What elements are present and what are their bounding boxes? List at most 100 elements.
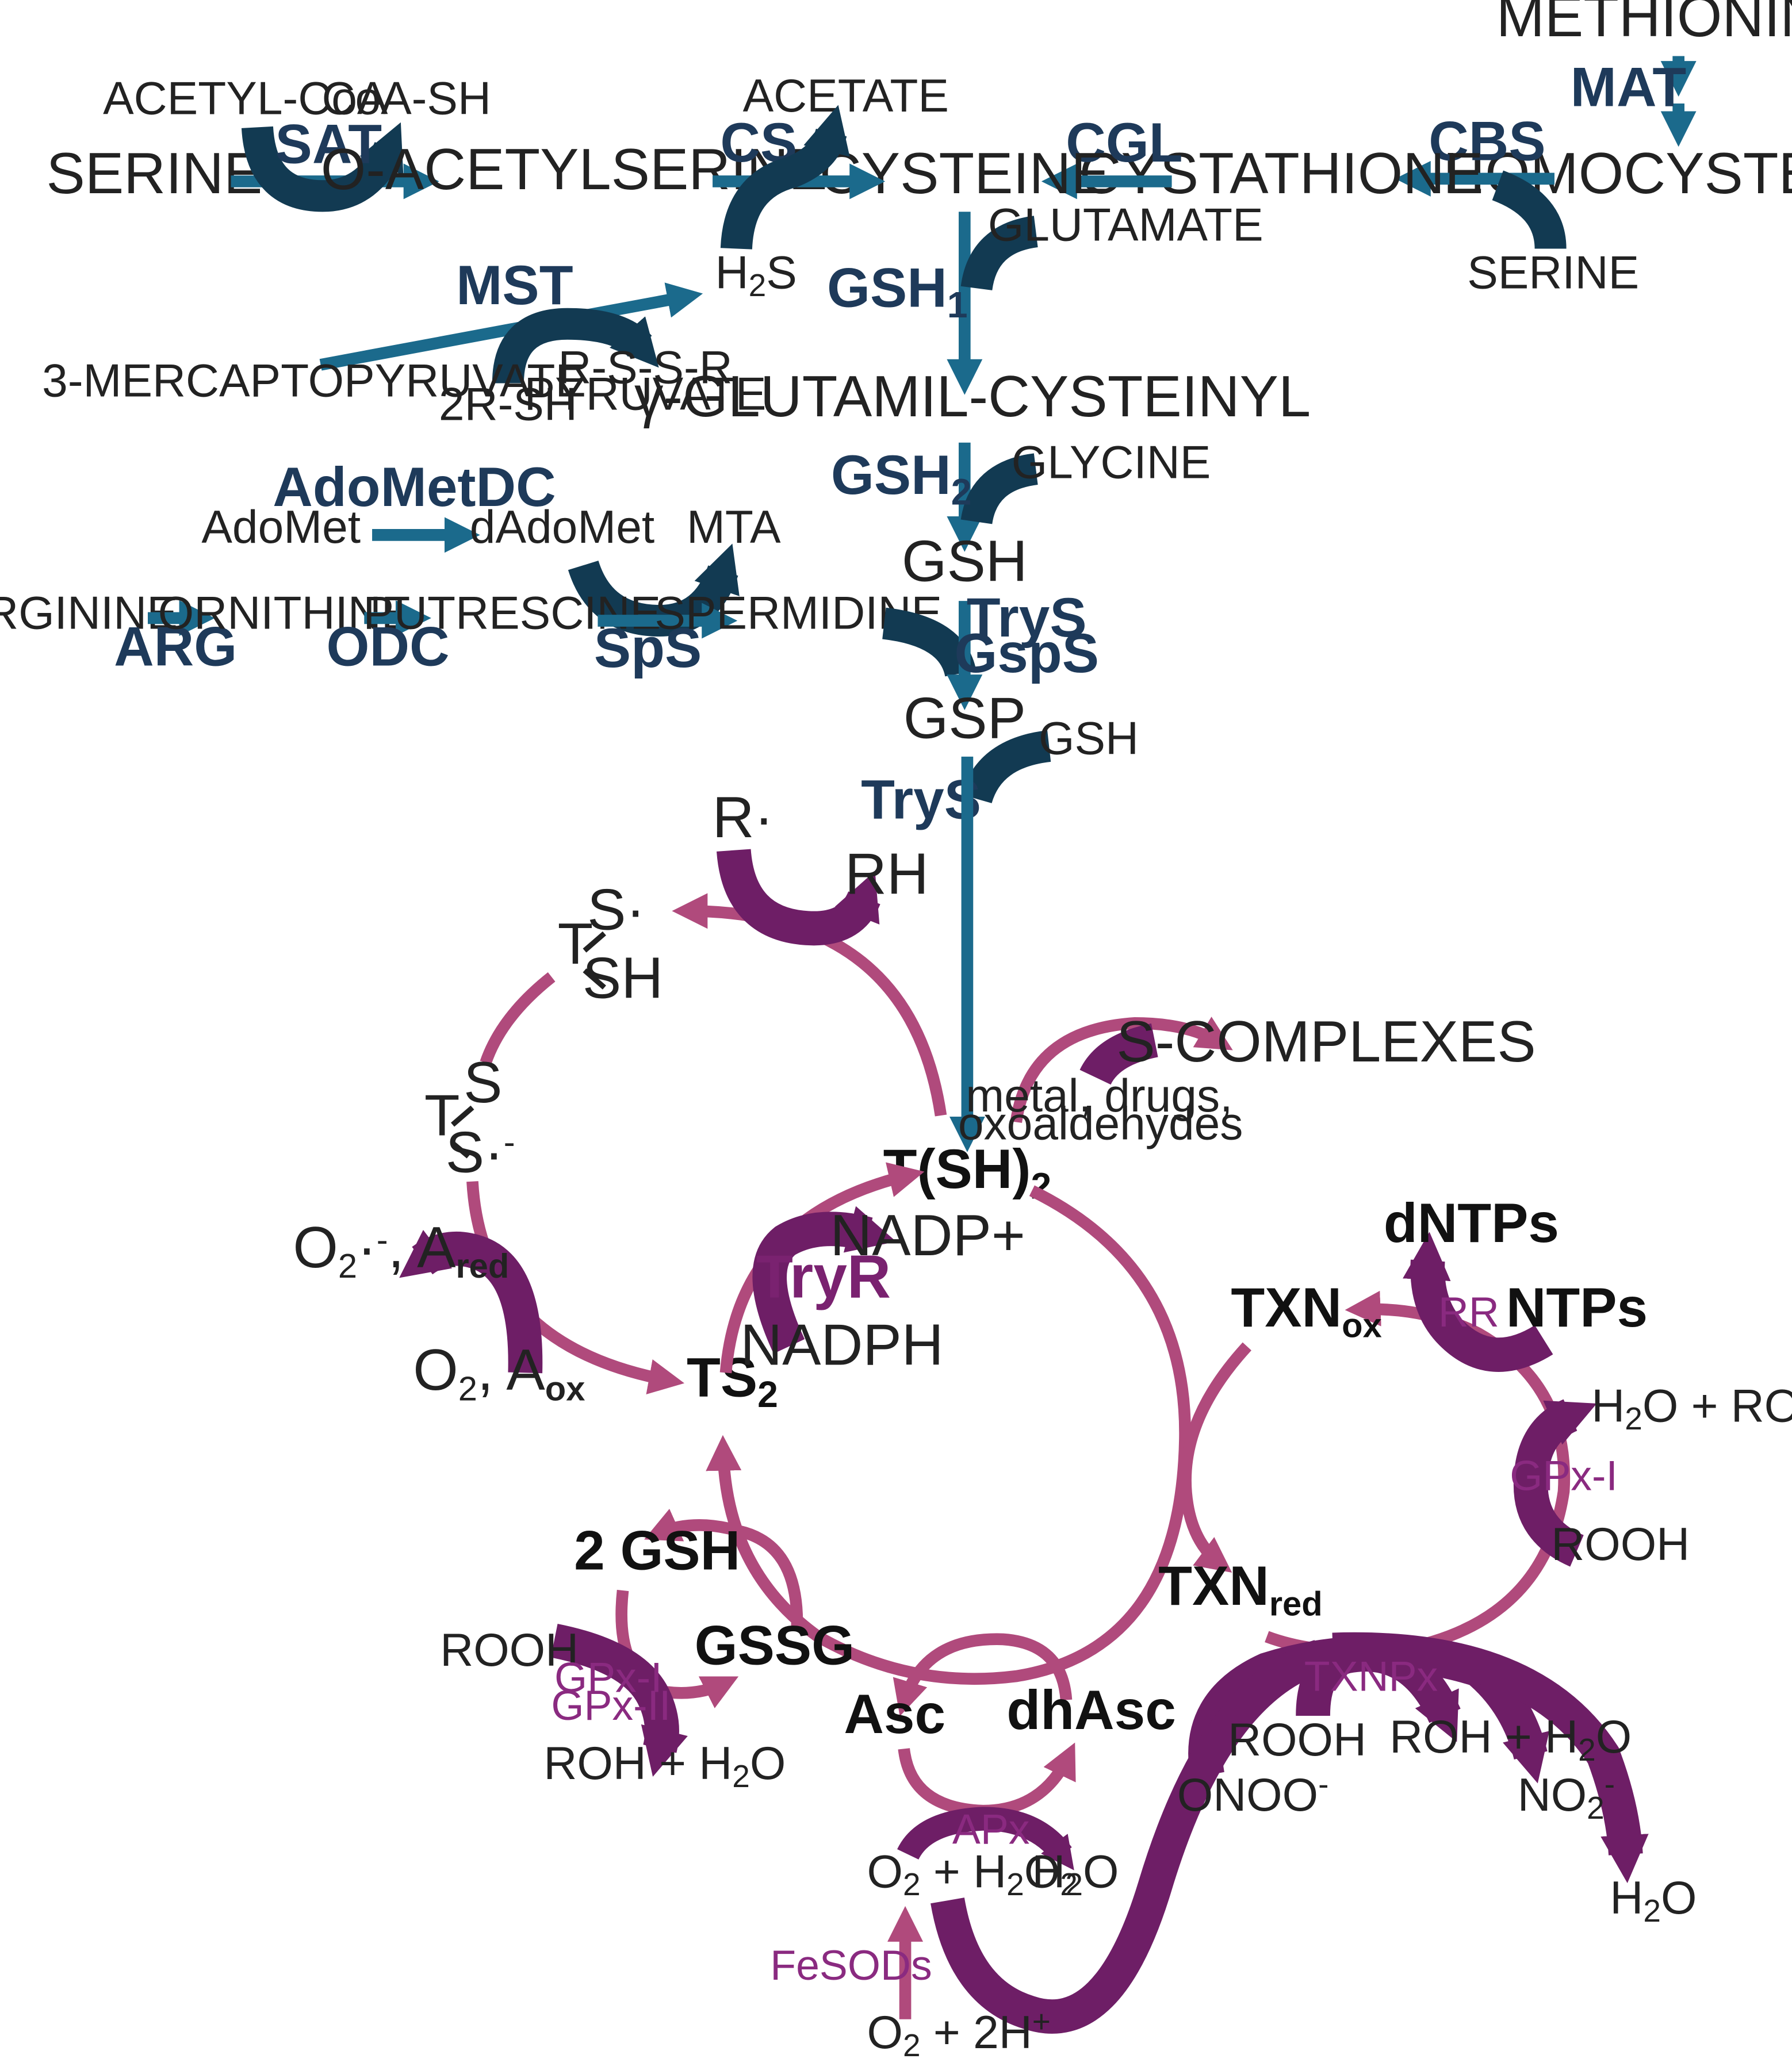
trys-enzyme-b: TryS: [861, 769, 981, 831]
gsh-b-label: GSH: [1039, 712, 1139, 764]
rr-curve: [1403, 1232, 1553, 1372]
r-radical-label: R·: [713, 785, 774, 850]
s-complex-arc: [1010, 1017, 1233, 1123]
dhasc-to-asc-arc: [893, 1633, 1073, 1716]
odc-enzyme: ODC: [327, 616, 450, 678]
serine-label: SERINE: [47, 141, 263, 206]
serine-cbs-label: SERINE: [1467, 247, 1639, 298]
gsh-label: GSH: [902, 530, 1028, 594]
asc-to-dhasc-arc: [898, 1742, 1076, 1817]
t-anion-t: T: [424, 1083, 460, 1148]
s-complex-curve: [1079, 1023, 1159, 1086]
rh-label: RH: [845, 842, 929, 906]
radical-arc-left: [480, 972, 556, 1065]
gsp-label: GSP: [903, 687, 1026, 751]
t-radical-bond-1: [583, 931, 606, 953]
peroxynitrite-curve: [931, 1640, 1326, 2034]
rr-enzyme: RR: [1438, 1289, 1499, 1336]
h2o-txn-label: H2O: [1610, 1872, 1697, 1929]
pyruvate-label: PYRUVATE: [524, 368, 767, 420]
gpx1-gsh-enzyme: GPx-I: [554, 1654, 663, 1701]
glycine-curve: [960, 453, 1039, 525]
gsh-b-curve: [961, 730, 1051, 804]
oxoaldehydes-label: oxoaldehydes: [958, 1098, 1243, 1149]
o2-aox-label: O2, Aox: [413, 1338, 585, 1408]
gssg-reduction-arc: [644, 1508, 803, 1627]
acetyl-coa-label: ACETYL-CoA: [103, 72, 388, 124]
apx-enzyme: APx: [952, 1806, 1030, 1853]
gsh2-enzyme: GSH2: [831, 444, 972, 512]
putrescine-label: PUTRESCINE: [363, 587, 661, 639]
adomet-label: AdoMet: [201, 501, 361, 553]
radical-scavenging-curve: [717, 849, 880, 946]
t-anion-bond-2: [451, 1141, 470, 1159]
fesods-enzyme: FeSODs: [770, 1942, 932, 1989]
dntps-label: dNTPs: [1384, 1193, 1559, 1254]
h2s-label: H2S: [715, 247, 797, 303]
transsulfuration-pathway: METHIONINE MAT HOMOCYSTEINE CBS SERINE C…: [42, 0, 1792, 594]
glutamil-cysteinyl-label: γ-GLUTAMIL-CYSTEINYL: [634, 365, 1311, 429]
o2-2h-label: O2 + 2H+: [867, 2004, 1051, 2063]
gsh1-enzyme: GSH1: [827, 257, 968, 325]
trys-enzyme-a: TryS: [967, 587, 1087, 649]
cbs-serine-curve: [1492, 170, 1567, 250]
rooh-gsh-label: ROOH: [440, 1624, 579, 1676]
mst-arrow: [319, 282, 703, 371]
adometdc-enzyme: AdoMetDC: [273, 457, 556, 518]
gsps-enzyme: GspS: [954, 623, 1099, 684]
onoo-label: ONOO-: [1177, 1766, 1329, 1822]
coa-sh-label: CoA-SH: [321, 72, 491, 124]
gssg-label: GSSG: [695, 1615, 855, 1677]
t-anion-s2: S·-: [446, 1121, 515, 1185]
o2-ared-label: O2·-, Ared: [293, 1216, 509, 1285]
txnpx-enzyme: TXNPx: [1304, 1653, 1438, 1700]
nadph-label: NADPH: [740, 1313, 943, 1378]
txn-red-label: TXNred: [1158, 1555, 1323, 1623]
txn-reduction-arc: [1180, 1342, 1251, 1573]
s-complexes-label: S-COMPLEXES: [1116, 1010, 1536, 1074]
gpx1-txn-enzyme: GPx-I: [1510, 1452, 1618, 1500]
metal-label: metal, drugs,: [966, 1070, 1232, 1122]
sps-enzyme: SpS: [594, 618, 702, 679]
mercaptopyruvate-label: 3-MERCAPTOPYRUVATE: [42, 355, 586, 407]
glycine-label: GLYCINE: [1012, 437, 1211, 489]
apx-curve: [897, 1807, 1074, 1870]
t-radical-bond-2: [583, 968, 606, 990]
o2-reduction-curve: [399, 1229, 543, 1374]
mta-label: MTA: [687, 501, 781, 553]
gpx1-txn-curve: [1513, 1399, 1597, 1567]
roh-h2o-gsh-label: ROH + H2O: [543, 1738, 786, 1794]
cbs-enzyme: CBS: [1429, 111, 1545, 172]
glutamate-curve: [960, 216, 1039, 291]
spermidine-curve: [882, 607, 977, 677]
methionine-label: METHIONINE: [1496, 0, 1792, 49]
ntps-label: NTPs: [1506, 1277, 1648, 1339]
nadph-curve: [752, 1206, 897, 1354]
gpx2-gsh-enzyme: GPx-II: [551, 1682, 671, 1729]
tryr-enzyme: TryR: [756, 1243, 891, 1311]
rooh-txnpx-label: ROOH: [1228, 1714, 1366, 1766]
cs-h2s-curve: [720, 105, 850, 250]
asc-label: Asc: [844, 1684, 945, 1745]
mst-cofactor-curve: [492, 308, 659, 384]
r-sh-label: 2R-SH: [439, 379, 577, 431]
dhasc-label: dhAsc: [1006, 1680, 1176, 1741]
txn-ox-label: TXNox: [1231, 1277, 1381, 1344]
sat-enzyme: SAT: [275, 113, 382, 175]
t-radical-t: T: [558, 912, 593, 976]
rooh-txn-label: ROOH: [1551, 1519, 1690, 1570]
t-anion-bond-1: [451, 1105, 474, 1127]
ascorbate-cycle: Asc dhAsc APx O2 + H2O2 H2O FeSODs O2 + …: [770, 1633, 1176, 2063]
h2o-long-curve: [1332, 1632, 1649, 1883]
h2o-roh-label: H2O + ROH: [1591, 1380, 1792, 1436]
acetate-label: ACETATE: [743, 70, 949, 122]
nadp-label: NADP+: [830, 1203, 1025, 1268]
two-gsh-label: 2 GSH: [574, 1520, 740, 1581]
t-radical-sh: SH: [583, 946, 663, 1011]
glutamate-label: GLUTAMATE: [988, 200, 1263, 251]
ts2-label: TS2: [687, 1347, 778, 1415]
roh-h2o-txn-label: ROH + H2O: [1389, 1711, 1632, 1768]
h2o-asc-label: H2O: [1032, 1846, 1119, 1902]
glutathione-cycle: 2 GSH GSSG ROOH GPx-I GPx-II ROH + H2O: [440, 1508, 855, 1794]
